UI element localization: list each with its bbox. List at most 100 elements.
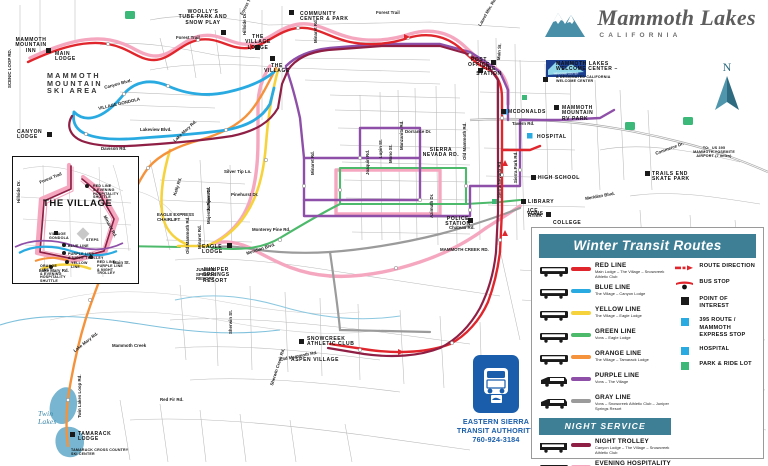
map-label: POST OFFICE [468, 57, 490, 69]
svg-text:N: N [723, 60, 732, 74]
legend-key-icon [675, 317, 694, 327]
poi-mcdonalds [501, 109, 506, 114]
point-of-interest-icon [680, 297, 689, 305]
bus-stop-icon [676, 281, 694, 289]
poi-canyon-lodge [47, 132, 52, 137]
map-label: Hillside Dr. [242, 12, 247, 35]
route-color-swatch [571, 464, 591, 466]
bus-stop-markers [66, 26, 522, 402]
map-label: JUNIPER SPRINGS RESORT [203, 267, 230, 284]
map-label: THE VILLAGE [264, 63, 290, 75]
legend-key-row[interactable]: POINT OF INTEREST [675, 296, 756, 311]
map-label: Manzanita Rd. [399, 120, 404, 150]
map-label: Kelly Rd. [172, 176, 183, 197]
map-label: Twin Lakes Loop Rd. [77, 374, 82, 418]
mountain-icon [545, 13, 586, 37]
legend-key-list: ROUTE DIRECTION BUS STOP POINT OF INTEREST… [675, 263, 756, 371]
route-description: Canyon Lodge – The Village – Snowcreek A… [595, 444, 670, 455]
route-blue-line[interactable] [72, 70, 276, 141]
map-label: FIRE STATION [476, 66, 502, 78]
map-label: ORANGE LINE & EVENING HOSPITALITY SHUTTL… [40, 264, 66, 284]
shuttle-van-icon [541, 399, 567, 409]
route-purple-line[interactable] [284, 42, 616, 218]
brand-subtitle: CALIFORNIA [599, 32, 682, 39]
map-label: Dorrance Dr. [405, 129, 432, 134]
legend-route-row[interactable]: EVENING HOSPITALITY SHUTTLEMammoth Mount… [539, 460, 671, 466]
map-label: MAMMOTH MOUNTAIN RV PARK [562, 105, 594, 122]
map-label: MAIN LODGE [55, 51, 76, 63]
map-label: Silver Tip Ln. [224, 169, 252, 174]
route-color-swatch [571, 442, 591, 447]
legend-key-row[interactable]: BUS STOP [675, 279, 756, 290]
mammoth-lakes-logo: Mammoth Lakes CALIFORNIA [542, 6, 756, 40]
night-service-title: NIGHT SERVICE [539, 418, 672, 435]
map-label: Minaret Rd. [310, 151, 315, 175]
route-name: BLUE LINE [595, 284, 631, 291]
north-arrow-icon: N [715, 60, 739, 110]
map-label: Lakeview Blvd. [140, 127, 172, 132]
poi-welcome-center [543, 77, 548, 82]
agency-line-1: EASTERN SIERRA [462, 417, 530, 426]
map-label: RED LINE, PURPLE LINE & NIGHT TROLLEY [97, 260, 123, 276]
poi-rv-park [554, 105, 559, 110]
legend-key-row[interactable]: ROUTE DIRECTION [675, 263, 756, 272]
map-label: TAMARACK LODGE [78, 431, 112, 443]
map-label: ASPEN VILLAGE [291, 357, 340, 363]
map-label: EAGLE LODGE [202, 244, 223, 256]
route-color-swatch [571, 289, 591, 293]
route-night-trolley[interactable] [68, 44, 500, 358]
agency-line-2: TRANSIT AUTHORITY [456, 426, 536, 436]
route-name: YELLOW LINE [595, 306, 641, 313]
legend-key-row[interactable]: HOSPITAL [675, 346, 756, 355]
route-color-swatch [571, 311, 591, 315]
svg-text:WELCOME CENTER: WELCOME CENTER [554, 72, 579, 76]
map-label: HIGH SCHOOL [538, 175, 580, 181]
legend-key-label: HOSPITAL [699, 345, 730, 352]
poi-library [521, 199, 526, 204]
legend-key-icon [675, 296, 694, 305]
legend-key-icon [675, 279, 694, 290]
map-label: Sierra Park Rd. [513, 151, 518, 183]
map-label: Forest Trail [176, 35, 200, 40]
legend-key-label: PARK & RIDE LOT [699, 361, 752, 368]
route-vehicle-icon [539, 351, 569, 370]
route-name: RED LINE [595, 262, 627, 269]
map-label: Main St. [113, 260, 130, 265]
shuttle-van-icon [541, 377, 567, 387]
poi-eagle-lodge [227, 243, 232, 248]
route-vehicle-icon [539, 329, 569, 348]
poi-post-office [478, 68, 483, 73]
map-label: BLUE LINE [68, 244, 89, 248]
legend-key-icon [675, 346, 694, 355]
route-name: NIGHT TROLLEY [595, 437, 649, 445]
route-description: Main Lodge – The Village – Snowcreek Ath… [595, 269, 665, 280]
route-vehicle-icon [539, 263, 569, 282]
park-and-ride-icon [680, 362, 689, 371]
map-label: MAMMOTH MOUNTAIN SKI AREA [47, 71, 103, 96]
bus-badge-icon [473, 355, 519, 413]
poi-police-station [468, 218, 473, 223]
bus-icon [540, 355, 568, 365]
route-description: Vons – Eagle Lodge [595, 335, 631, 341]
poi-main-lodge [46, 48, 51, 53]
legend-key-row[interactable]: PARK & RIDE LOT [675, 361, 756, 371]
map-label: Sierra Nevada Rd. [497, 160, 502, 198]
map-label: Minaret Rd. [313, 19, 318, 43]
map-label: MAMMOTH LAKES WELCOME CENTER – [556, 61, 618, 73]
map-label: Joaquin Rd. [365, 149, 370, 175]
map-label: THE VILLAGE LODGE [245, 34, 271, 51]
map-label: Old Mammoth Rd. [462, 122, 467, 160]
legend-key-row[interactable]: 395 ROUTE / MAMMOTH EXPRESS STOP [675, 317, 756, 339]
map-label: RED LINE & EVENING HOSPITALITY SHUTTLE [93, 184, 119, 200]
